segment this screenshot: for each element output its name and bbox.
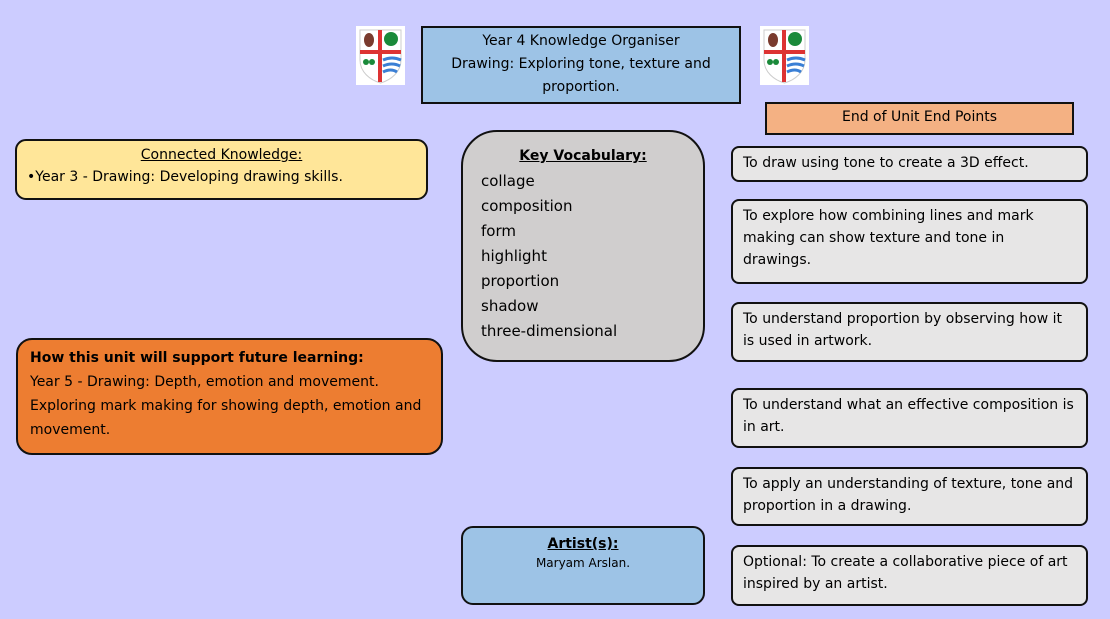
vocab-word: proportion <box>481 272 560 290</box>
title-line2: Drawing: Exploring tone, texture and pro… <box>451 56 711 95</box>
end-point-item: To apply an understanding of texture, to… <box>731 467 1088 526</box>
connected-item: •Year 3 - Drawing: Developing drawing sk… <box>27 169 343 185</box>
school-crest-logo <box>356 26 405 85</box>
connected-heading: Connected Knowledge: <box>140 147 303 163</box>
future-line2: Exploring mark making for showing depth,… <box>30 398 422 438</box>
artist-heading: Artist(s): <box>547 536 619 552</box>
title-line1: Year 4 Knowledge Organiser <box>482 33 680 49</box>
end-point-item: To understand what an effective composit… <box>731 388 1088 448</box>
future-heading: How this unit will support future learni… <box>30 350 364 366</box>
vocab-word: form <box>481 222 516 240</box>
end-point-item: Optional: To create a collaborative piec… <box>731 545 1088 606</box>
school-crest-logo <box>760 26 809 85</box>
end-point-item: To understand proportion by observing ho… <box>731 302 1088 362</box>
vocab-word: highlight <box>481 247 547 265</box>
end-point-item: To explore how combining lines and mark … <box>731 199 1088 284</box>
artist-box: Artist(s): Maryam Arslan. <box>461 526 705 605</box>
vocab-word: shadow <box>481 297 539 315</box>
vocab-word: collage <box>481 172 535 190</box>
vocab-word: three-dimensional <box>481 322 618 340</box>
vocab-heading: Key Vocabulary: <box>519 148 647 164</box>
connected-knowledge-box: Connected Knowledge: •Year 3 - Drawing: … <box>15 139 428 200</box>
end-points-heading: End of Unit End Points <box>765 102 1074 135</box>
artist-name: Maryam Arslan. <box>535 556 631 570</box>
future-learning-box: How this unit will support future learni… <box>16 338 443 455</box>
end-point-item: To draw using tone to create a 3D effect… <box>731 146 1088 182</box>
key-vocabulary-box: Key Vocabulary: collage composition form… <box>461 130 705 362</box>
vocab-word: composition <box>481 197 573 215</box>
title-box: Year 4 Knowledge Organiser Drawing: Expl… <box>421 26 741 104</box>
future-line1: Year 5 - Drawing: Depth, emotion and mov… <box>30 374 379 390</box>
